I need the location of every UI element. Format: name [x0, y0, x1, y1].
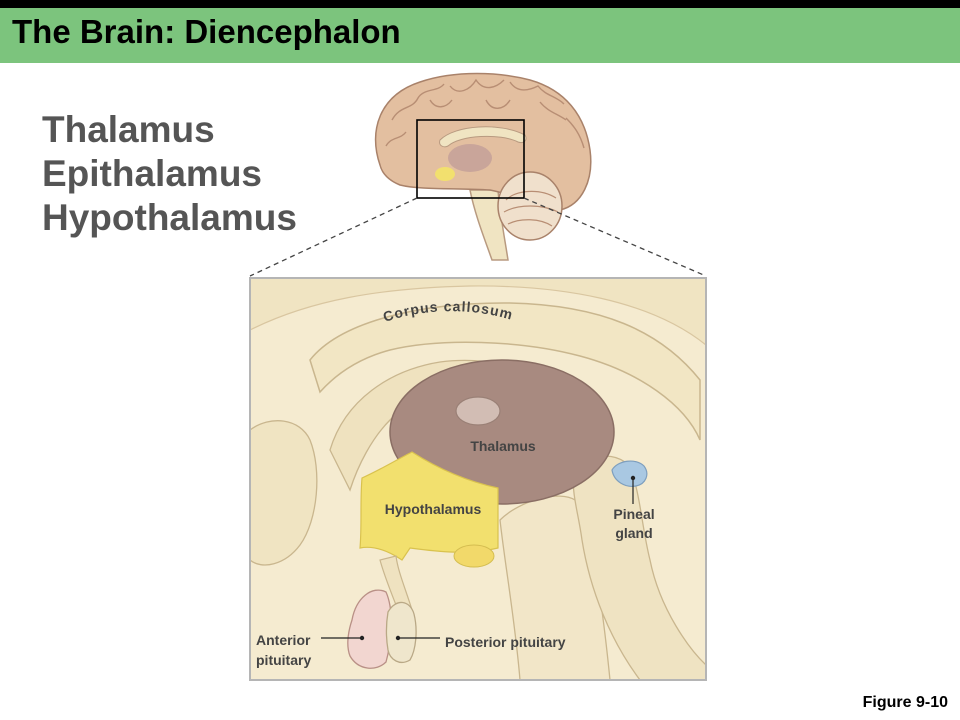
brain-overview [250, 74, 706, 277]
label-hypothalamus: Hypothalamus [385, 501, 482, 517]
detail-panel: Corpus callosum Thalamus Hypothalamus Pi… [250, 278, 706, 680]
label-pineal-line1: Pineal [613, 506, 654, 522]
mammillary-body [454, 545, 494, 567]
label-thalamus: Thalamus [470, 438, 536, 454]
label-anterior-line2: pituitary [256, 652, 311, 668]
label-pineal-line2: gland [615, 525, 652, 541]
zoom-line-right [524, 198, 706, 276]
label-posterior-pituitary: Posterior pituitary [445, 634, 566, 650]
pineal-dot [631, 476, 635, 480]
posterior-dot [396, 636, 400, 640]
interthalamic-adhesion [456, 397, 500, 425]
hypothalamus-small [435, 167, 455, 181]
label-anterior-line1: Anterior [256, 632, 311, 648]
zoom-line-left [250, 198, 417, 276]
posterior-pituitary-shape [387, 602, 417, 662]
thalamus-small [448, 144, 492, 172]
anterior-dot [360, 636, 364, 640]
figure-caption: Figure 9-10 [863, 694, 948, 712]
cerebellum-small [498, 172, 562, 240]
